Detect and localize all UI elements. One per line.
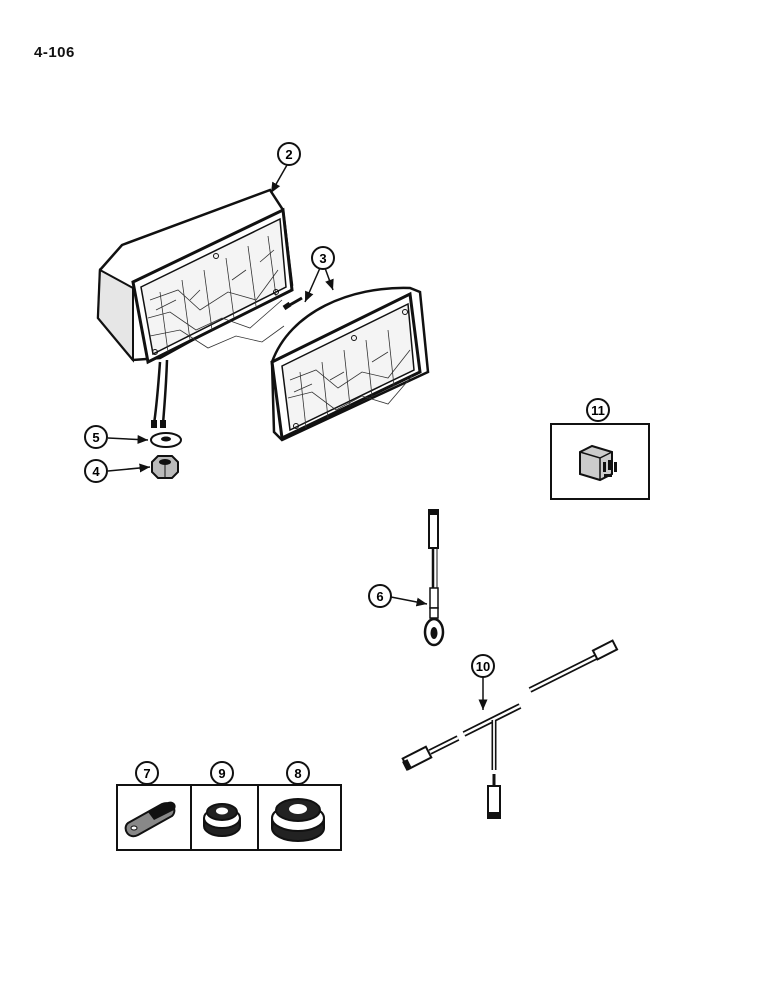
callout-2: 2 xyxy=(277,142,301,166)
leader-lines xyxy=(107,164,488,710)
washer xyxy=(150,432,182,448)
callout-3: 3 xyxy=(311,246,335,270)
small-grommet xyxy=(203,803,241,837)
callout-11: 11 xyxy=(586,398,610,422)
terminal-clip xyxy=(124,801,176,838)
callout-10-label: 10 xyxy=(476,659,490,674)
callout-9-label: 9 xyxy=(218,766,225,781)
callout-5-label: 5 xyxy=(92,430,99,445)
hex-nut xyxy=(151,455,179,479)
parts-table xyxy=(116,784,342,851)
callout-3-label: 3 xyxy=(319,251,326,266)
page-number: 4-106 xyxy=(34,44,75,61)
callout-6: 6 xyxy=(368,584,392,608)
callout-7: 7 xyxy=(135,761,159,785)
callout-9: 9 xyxy=(210,761,234,785)
callout-6-label: 6 xyxy=(376,589,383,604)
callout-11-label: 11 xyxy=(591,403,605,418)
callout-7-label: 7 xyxy=(143,766,150,781)
t-harness xyxy=(401,639,619,819)
callout-2-label: 2 xyxy=(285,147,292,162)
callout-8-label: 8 xyxy=(294,766,301,781)
callout-10: 10 xyxy=(471,654,495,678)
lamp-lens-bezel xyxy=(270,286,430,442)
callouts: 2 3 5 4 11 6 10 7 xyxy=(84,142,610,785)
relay-box xyxy=(550,423,650,500)
callout-4-label: 4 xyxy=(92,464,100,479)
work-lamp-assembly xyxy=(96,188,294,428)
callout-4: 4 xyxy=(84,459,108,483)
ground-lead xyxy=(423,509,445,647)
callout-5: 5 xyxy=(84,425,108,449)
large-grommet xyxy=(271,798,325,842)
callout-8: 8 xyxy=(286,761,310,785)
